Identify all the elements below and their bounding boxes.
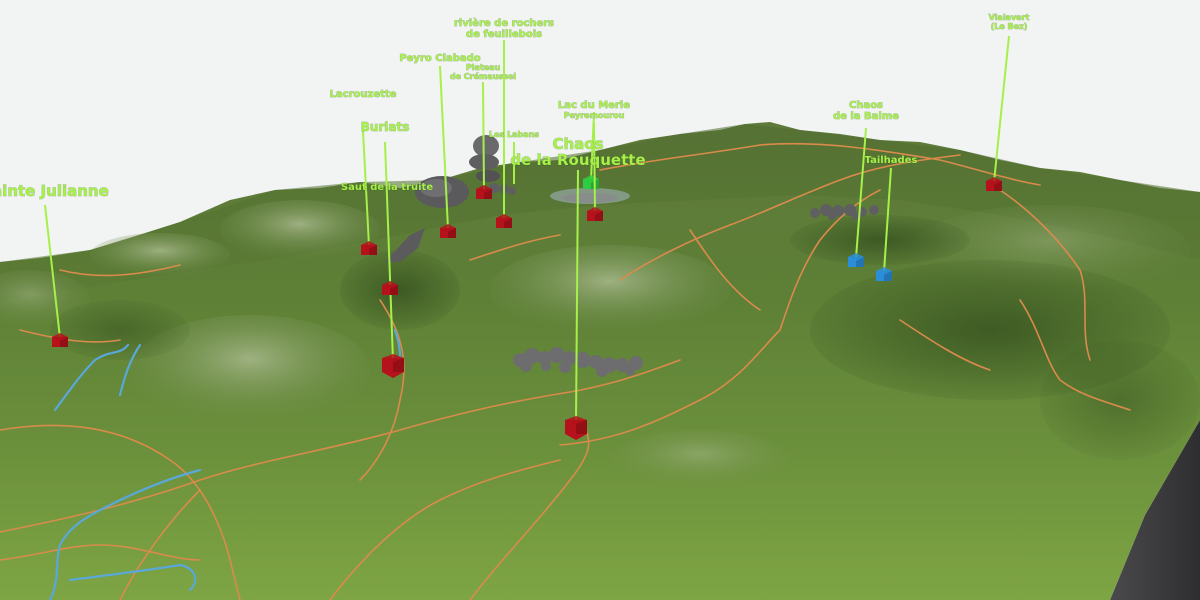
marker-box-blue[interactable] <box>876 267 892 281</box>
marker-box-red[interactable] <box>382 281 398 295</box>
marker-label-line: rivière de rochers <box>454 17 554 29</box>
map-marker-tailhades[interactable]: Tailhades <box>864 155 918 281</box>
marker-label: Lac du Merle <box>558 100 630 111</box>
marker-label: Tailhades <box>865 155 918 166</box>
marker-label-line: Chaos <box>552 135 603 153</box>
marker-label-line: de Crémaussel <box>450 71 517 81</box>
marker-label: Vialavert(Le Bez) <box>989 13 1030 31</box>
balancing-rock <box>469 135 500 182</box>
marker-box-red[interactable] <box>476 185 492 199</box>
map-marker-peyro-clabado[interactable]: Peyro Clabado <box>399 53 481 238</box>
marker-box-red[interactable] <box>986 177 1002 191</box>
marker-box-red[interactable] <box>361 241 377 255</box>
valley-shadow <box>340 250 460 330</box>
marker-pole <box>482 81 485 191</box>
hill-highlight <box>130 315 370 425</box>
marker-pole <box>883 167 892 273</box>
peyro-clabado-boulder <box>415 176 469 208</box>
hill-highlight <box>610 430 790 490</box>
marker-label-line: Plateau <box>466 63 501 72</box>
map-marker-les-labans[interactable]: Les Labans <box>489 130 540 184</box>
marker-label: Peyro Clabado <box>399 53 480 64</box>
marker-box-red[interactable] <box>587 207 603 221</box>
marker-label: Saut de la truite <box>341 182 433 193</box>
terrain <box>0 122 1200 600</box>
marker-label: Sainte Julianne <box>0 182 109 200</box>
hill-highlight <box>90 233 230 277</box>
marker-box-red[interactable] <box>565 416 587 440</box>
marker-label: Lacrouzette <box>330 89 397 100</box>
marker-pole <box>593 121 596 213</box>
marker-label: Les Labans <box>489 130 539 139</box>
marker-label-line: de feuillebois <box>466 29 542 40</box>
map-marker-peyremourou[interactable]: Peyremourou <box>563 111 625 221</box>
valley-shadow <box>1040 340 1200 460</box>
map-marker-saut-de-la-truite[interactable]: Saut de la truite <box>340 182 434 295</box>
marker-pole <box>44 204 61 339</box>
hill-highlight <box>490 245 730 335</box>
map-marker-vialavert[interactable]: Vialavert(Le Bez) <box>986 13 1030 191</box>
rock-cluster-balme <box>810 204 879 220</box>
marker-label-line: Burlats <box>361 120 410 134</box>
map-marker-burlats[interactable]: Burlats <box>360 120 410 378</box>
marker-label-line: Les Labans <box>489 130 539 139</box>
terrain-cut-face <box>1110 420 1200 600</box>
marker-box-blue[interactable] <box>848 253 864 267</box>
marker-label-line: Lacrouzette <box>330 89 397 100</box>
marker-pole <box>362 130 370 247</box>
marker-label-line: de la Balme <box>833 111 899 122</box>
marker-label-line: Peyremourou <box>564 111 625 120</box>
marker-box-red[interactable] <box>440 224 456 238</box>
rock-clusters <box>385 135 879 377</box>
marker-pole <box>439 65 449 230</box>
marker-pole <box>993 35 1010 183</box>
marker-pole <box>575 169 579 424</box>
rock-cluster-peyremourou <box>562 193 618 203</box>
map-marker-lacrouzette[interactable]: Lacrouzette <box>329 89 397 255</box>
marker-label-line: Sainte Julianne <box>0 182 109 200</box>
marker-label-line: (Le Bez) <box>991 22 1028 31</box>
marker-label: Peyremourou <box>564 111 625 120</box>
rock-cluster-rouquette <box>513 347 643 377</box>
valley-shadow <box>790 215 970 265</box>
marker-label-line: Chaos <box>849 100 883 111</box>
hill-highlight <box>220 200 380 260</box>
marker-pole <box>384 141 394 362</box>
trail-network <box>0 142 1131 600</box>
marker-label-line: Lac du Merle <box>558 100 630 111</box>
marker-label-line: Tailhades <box>865 155 918 166</box>
marker-label-line: de la Rouquette <box>510 151 645 169</box>
far-ridge-shading <box>0 124 1200 300</box>
map-marker-sainte-julianne[interactable]: Sainte Julianne <box>0 182 109 347</box>
river-network <box>48 328 402 600</box>
marker-pole <box>855 127 867 259</box>
marker-label: Burlats <box>361 120 410 134</box>
marker-label-line: Peyro Clabado <box>399 53 480 64</box>
marker-box-red[interactable] <box>496 214 512 228</box>
marker-box-red[interactable] <box>52 333 68 347</box>
saut-de-la-truite-rock <box>385 228 425 262</box>
marker-label-line: Saut de la truite <box>341 182 433 193</box>
marker-box-red[interactable] <box>382 354 404 378</box>
valley-shadow <box>50 300 190 360</box>
marker-label-line: Vialavert <box>989 13 1030 22</box>
